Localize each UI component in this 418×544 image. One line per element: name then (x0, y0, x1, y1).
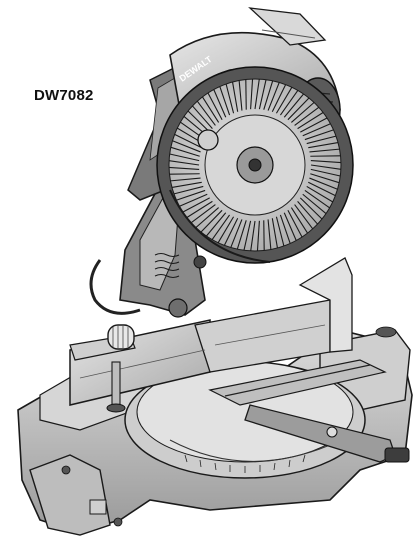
blade-tooth (267, 219, 272, 250)
blade-tooth (250, 78, 254, 110)
blade-tooth (283, 212, 297, 241)
blade-tooth (304, 129, 334, 141)
blade-tooth (182, 197, 210, 213)
blade-tooth (174, 133, 202, 149)
blade-tooth (200, 209, 223, 233)
blade-tooth (250, 220, 256, 251)
blade-tooth (290, 207, 308, 234)
blade-tooth (171, 181, 202, 188)
material-clamp (69, 324, 136, 413)
blade-tooth (306, 135, 337, 145)
blade-tooth (211, 214, 231, 240)
blade-tooth (308, 181, 336, 197)
blade-tooth (302, 123, 331, 137)
saw-blade (156, 66, 354, 264)
blade-tooth (190, 204, 216, 224)
blade-tooth (304, 189, 330, 209)
blade-tooth (168, 166, 200, 170)
blade-tooth (187, 110, 211, 133)
blade-tooth (275, 87, 293, 114)
blade-tooth (279, 90, 299, 116)
blade-tooth (309, 148, 340, 153)
blade-tooth (236, 220, 247, 250)
blade-tooth (217, 216, 235, 243)
blade-tooth (196, 100, 216, 126)
blade-tooth (310, 160, 342, 164)
blade-tooth (169, 153, 200, 162)
blade-tooth (310, 164, 341, 170)
blade-tooth (306, 185, 333, 203)
blade-tooth (169, 160, 200, 166)
blade-tooth (173, 185, 204, 195)
blade-tooth (179, 193, 208, 207)
blade-tooth (170, 177, 201, 182)
blade-tooth (283, 93, 304, 118)
blade-tooth (291, 102, 315, 123)
blade-tooth (299, 197, 323, 220)
blade-tooth (263, 80, 274, 110)
guard-pivot (197, 129, 219, 151)
blade-tooth (206, 212, 227, 237)
blade-tooth (225, 83, 235, 114)
blade-tooth (271, 84, 287, 112)
blade-tooth (310, 168, 341, 177)
blade-tooth (258, 79, 267, 110)
blade-tooth (223, 218, 239, 246)
blade-tooth (297, 201, 318, 225)
blade-tooth (279, 214, 291, 244)
blade-tooth (287, 97, 310, 121)
blade-tooth (256, 220, 260, 252)
blade-tooth (309, 177, 338, 190)
blade-tooth (243, 220, 252, 251)
blade-tooth (297, 112, 324, 130)
blade-tooth (275, 216, 285, 247)
blade-tooth (238, 80, 243, 111)
blade-tooth (172, 140, 201, 153)
blade-tooth (195, 207, 219, 228)
blade-tooth (254, 79, 260, 110)
blade-tooth (170, 146, 200, 157)
blade-tooth (310, 173, 340, 184)
fence (69, 257, 353, 406)
blade-tooth (176, 189, 206, 201)
blade-tooth (186, 200, 213, 218)
rotating-turntable (124, 359, 410, 479)
blade-tooth (287, 210, 303, 238)
blade-tooth (192, 105, 213, 129)
blade-tooth (271, 218, 278, 249)
blade-tooth (202, 96, 220, 123)
blade-tooth (213, 89, 227, 118)
blade-tooth (267, 82, 280, 111)
model-number-label: DW7082 (34, 87, 94, 104)
blade-tooth (302, 193, 327, 214)
blade-tooth (308, 142, 339, 149)
blade-tooth (294, 204, 314, 230)
blade-tooth (219, 86, 231, 116)
blade-tooth (232, 81, 239, 112)
blade-tooth (207, 92, 223, 120)
blade-tooth (300, 117, 328, 133)
blade-tooth (230, 219, 243, 248)
blade-tooth (294, 106, 320, 126)
